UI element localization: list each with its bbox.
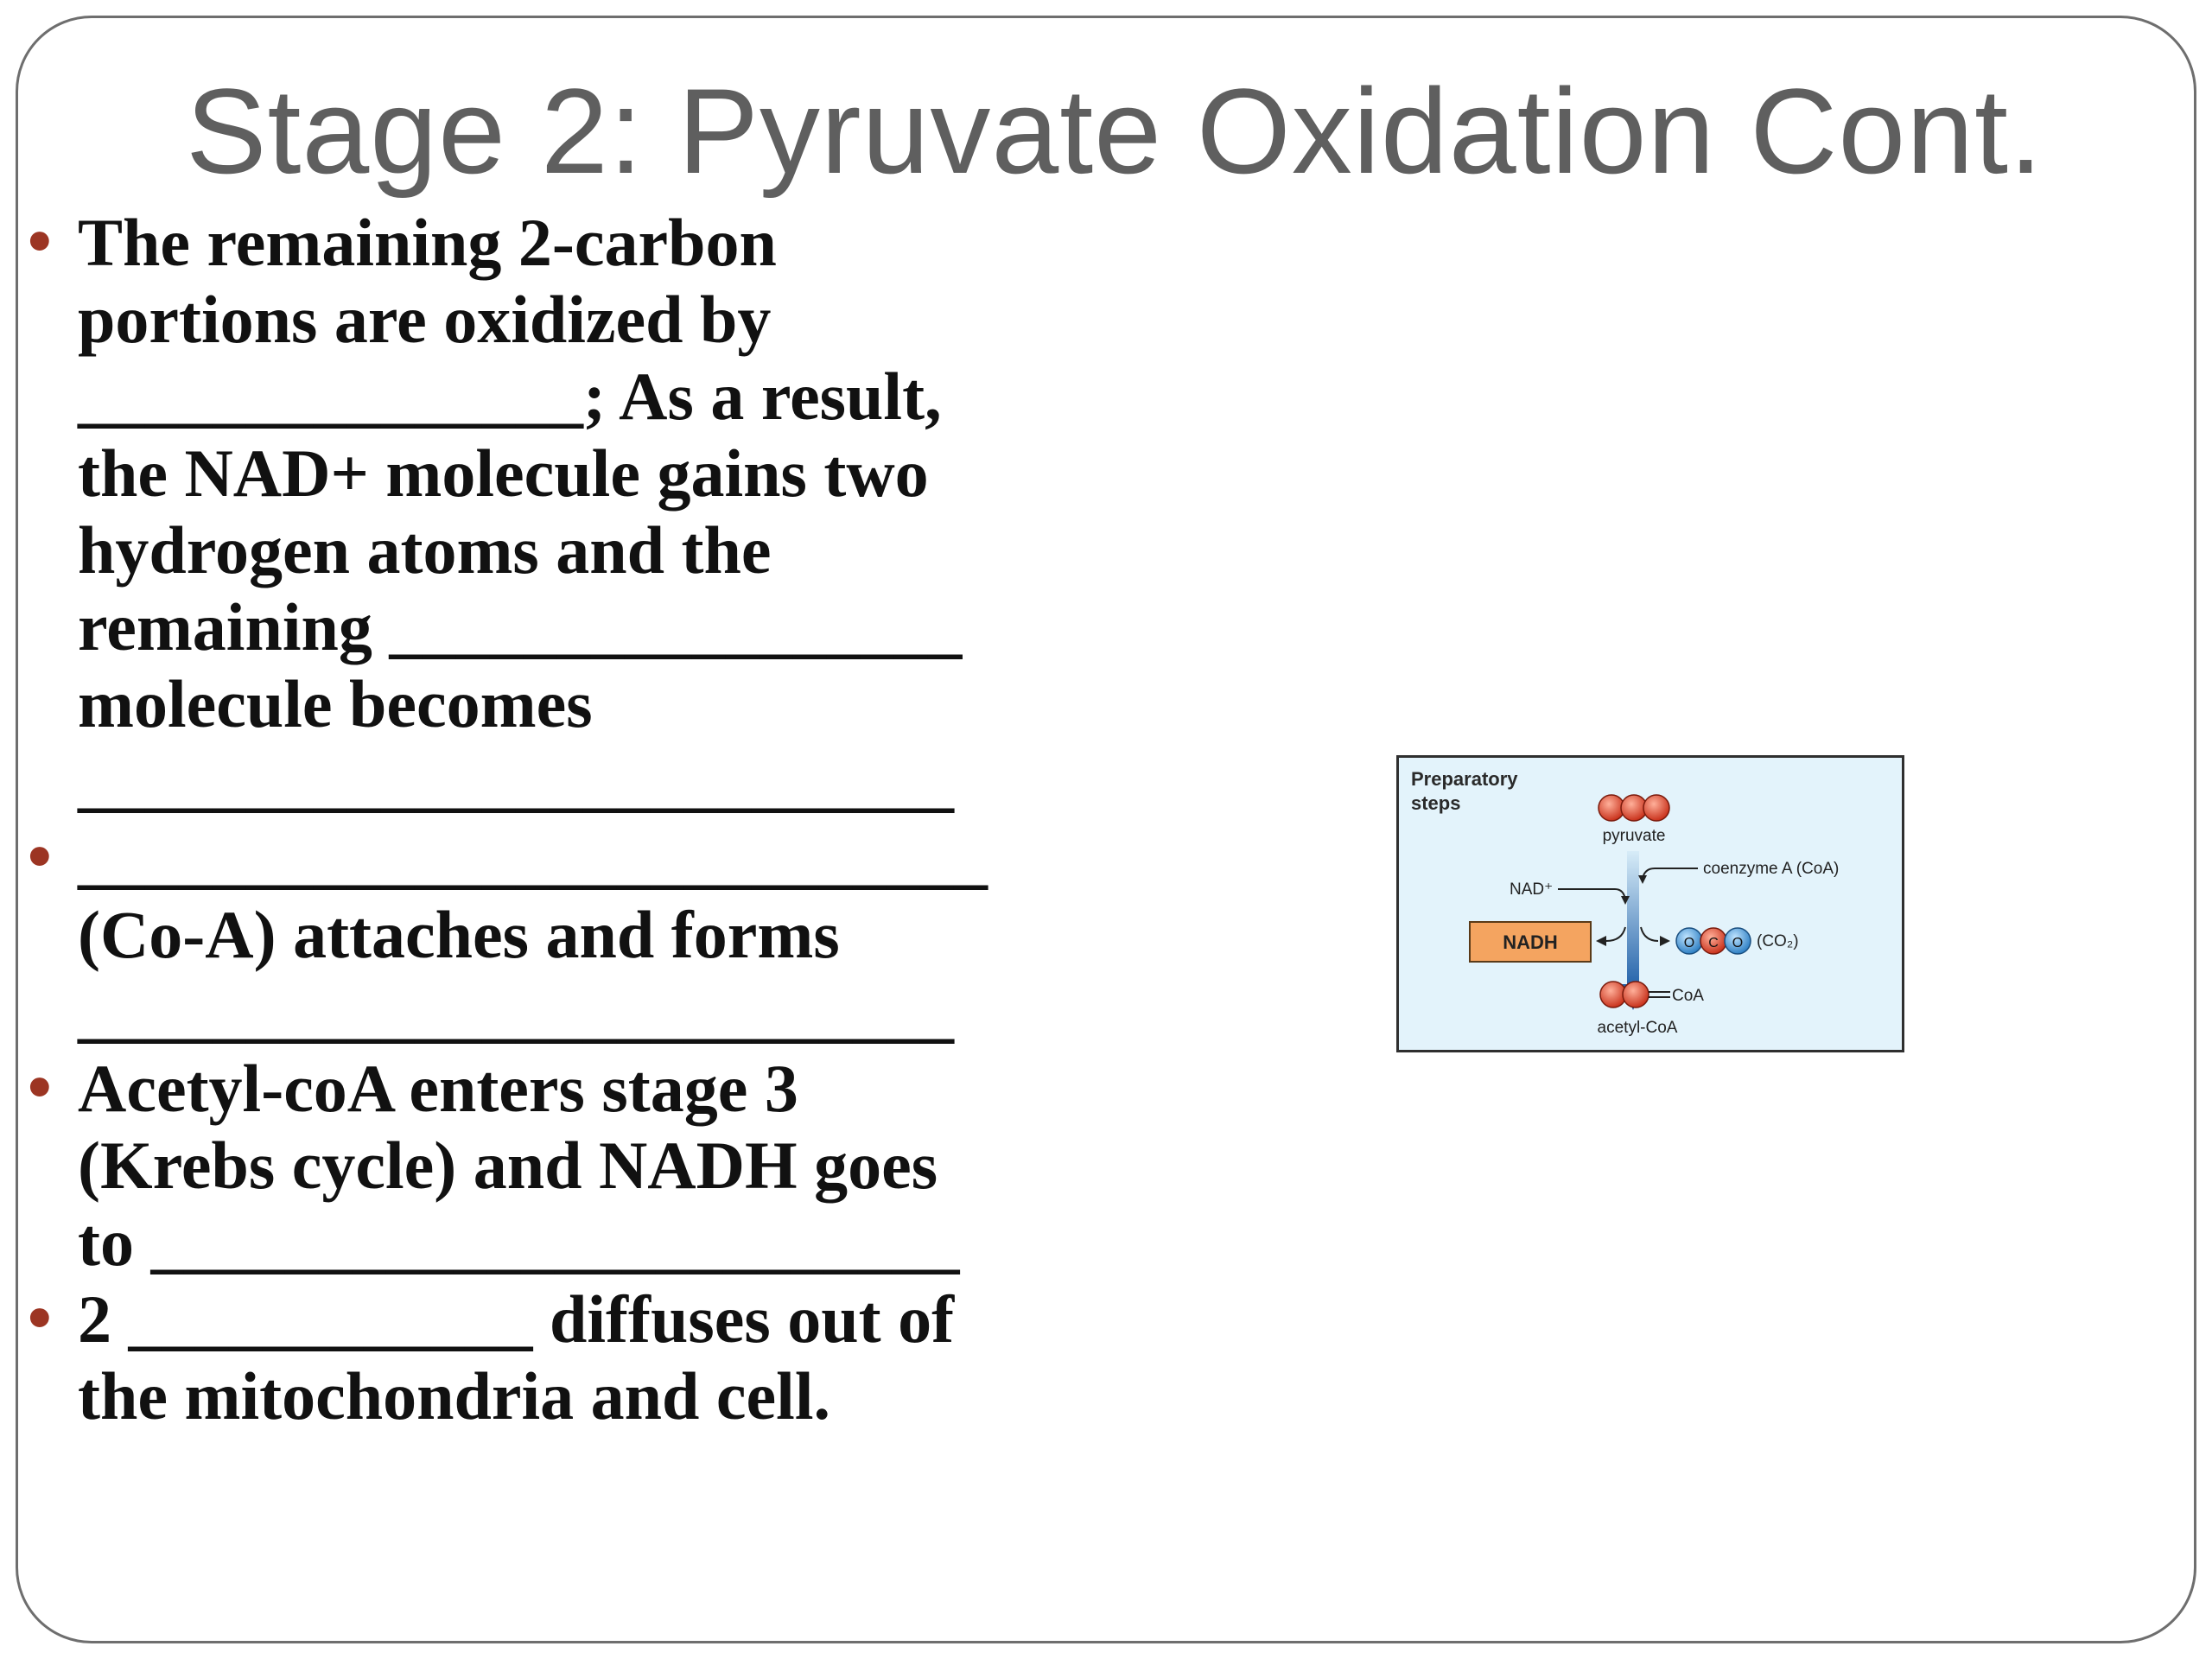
bullet-line: _______________; As a result, [78, 359, 942, 434]
coenzyme-label: coenzyme A (CoA) [1703, 860, 1839, 878]
pyruvate-molecule-icon [1598, 794, 1670, 822]
slide-title: Stage 2: Pyruvate Oxidation Cont. [186, 63, 2044, 199]
bullet-dot-icon: • [22, 1287, 57, 1351]
bullet-line: Acetyl-coA enters stage 3 [78, 1051, 798, 1126]
bullet-line: __________________________ [78, 743, 954, 818]
pyruvate-label: pyruvate [1603, 827, 1666, 845]
bullet-line: 2 ____________ diffuses out of [78, 1281, 955, 1357]
nad-label: NAD⁺ [1510, 880, 1553, 899]
co2-label: (CO₂) [1757, 932, 1799, 950]
nad-arrow-icon [1558, 888, 1630, 905]
bullet-line: The remaining 2-carbon [78, 205, 777, 280]
co2-molecule-icon [1675, 927, 1751, 955]
bullet-line: hydrogen atoms and the [78, 512, 772, 588]
co2-atom-o1: O [1684, 936, 1694, 950]
coenzyme-arrow-icon [1638, 868, 1698, 884]
diagram-svg: Preparatory steps pyruvate NAD⁺ coenzyme… [1411, 768, 1839, 1037]
bullet-item-acetyl: • Acetyl-coA enters stage 3 (Krebs cycle… [17, 1050, 1141, 1281]
bullet-item-diffuses: • 2 ____________ diffuses out of the mit… [17, 1281, 1141, 1434]
bullet-dot-icon: • [22, 1057, 57, 1120]
bullet-line: ___________________________ [78, 820, 988, 895]
acetyl-coa-label: acetyl-CoA [1598, 1019, 1678, 1037]
bullet-line: the mitochondria and cell. [78, 1358, 830, 1433]
bullet-line: (Krebs cycle) and NADH goes [78, 1128, 938, 1203]
coa-label: CoA [1672, 987, 1704, 1005]
bullet-item-oxidized: • The remaining 2-carbon portions are ox… [17, 204, 1141, 819]
nadh-label: NADH [1503, 931, 1558, 953]
diagram-heading-line1: Preparatory [1411, 768, 1518, 790]
bullet-line: molecule becomes [78, 666, 593, 741]
bullet-dot-icon: • [22, 211, 57, 274]
bullet-list: • The remaining 2-carbon portions are ox… [17, 204, 1141, 1434]
nadh-arrow-icon [1596, 926, 1626, 946]
bullet-line: to ________________________ [78, 1205, 960, 1280]
bullet-line: (Co-A) attaches and forms [78, 897, 840, 972]
pyruvate-oxidation-diagram: Preparatory steps pyruvate NAD⁺ coenzyme… [1396, 755, 1904, 1052]
bullet-line: remaining _________________ [78, 589, 963, 664]
bullet-dot-icon: • [22, 826, 57, 889]
nadh-box [1469, 921, 1592, 963]
acetyl-coa-molecule-icon [1599, 981, 1670, 1008]
bullet-line: portions are oxidized by [78, 282, 772, 357]
co2-atom-o2: O [1732, 936, 1743, 950]
co2-arrow-icon [1640, 926, 1670, 946]
diagram-heading-line2: steps [1411, 792, 1460, 814]
co2-atom-c: C [1708, 936, 1719, 950]
bullet-line: the NAD+ molecule gains two [78, 435, 929, 511]
bullet-item-coa: • ___________________________ (Co-A) att… [17, 819, 1141, 1050]
bullet-line: __________________________ [78, 974, 954, 1049]
